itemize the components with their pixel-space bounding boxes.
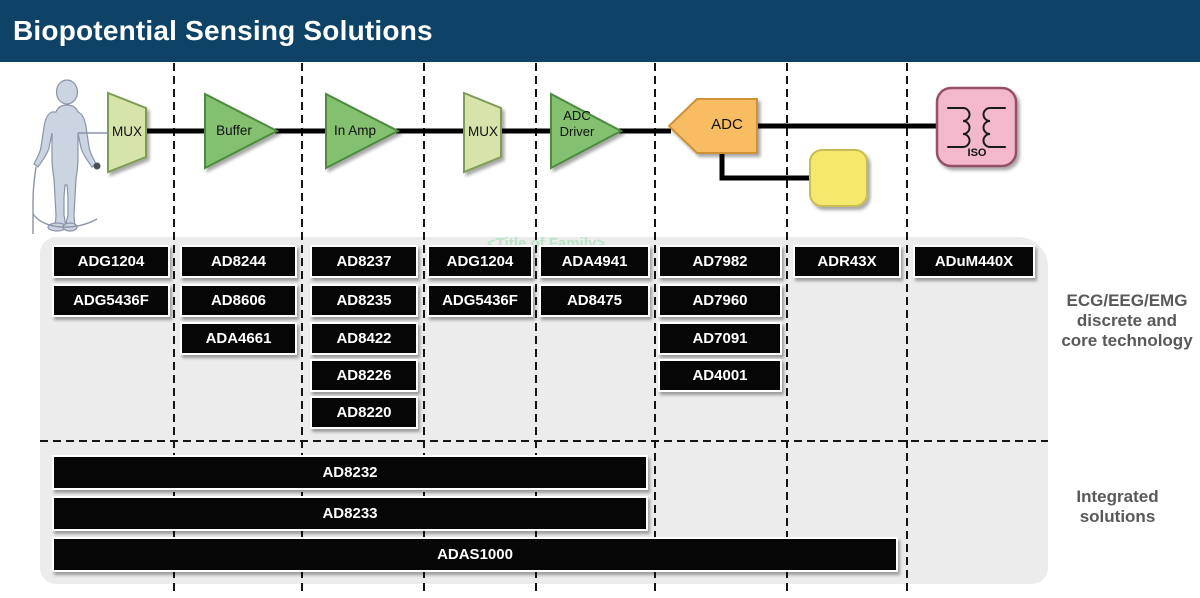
adc-driver-shape — [550, 92, 624, 170]
part-chip: AD7960 — [658, 284, 782, 317]
adc-shape — [667, 98, 758, 154]
integrated-part-bar: ADAS1000 — [52, 537, 898, 572]
buffer-amp-shape — [204, 92, 280, 170]
title-bar: Biopotential Sensing Solutions — [0, 0, 1200, 62]
in-amp-label: In Amp — [333, 123, 377, 138]
integrated-caption: Integrated solutions — [1076, 487, 1159, 526]
part-chip: ADG5436F — [52, 284, 170, 317]
part-chip: ADA4941 — [539, 245, 650, 278]
signal-wires — [146, 123, 939, 181]
part-chip: ADG1204 — [52, 245, 170, 278]
part-chip: AD7982 — [658, 245, 782, 278]
integrated-part-bar: AD8232 — [52, 455, 648, 490]
part-chip: AD8244 — [180, 245, 297, 278]
part-chip: AD8422 — [310, 322, 418, 355]
part-chip: ADuM440X — [913, 245, 1035, 278]
part-chip: AD8606 — [180, 284, 297, 317]
discrete-caption: ECG/EEG/EMG discrete and core technology — [1061, 291, 1193, 350]
page-title: Biopotential Sensing Solutions — [13, 15, 433, 46]
mux1-label: MUX — [112, 124, 142, 139]
electrode-dot — [93, 162, 101, 170]
adc-driver-label: ADC Driver — [559, 108, 595, 139]
part-chip: ADA4661 — [180, 322, 297, 355]
part-chip: AD7091 — [658, 322, 782, 355]
patient-body-figure — [33, 79, 101, 232]
in-amp-shape — [325, 92, 401, 170]
mux2-shape — [463, 91, 502, 174]
mux1-shape — [107, 91, 147, 174]
lead-wires — [32, 132, 108, 234]
part-chip: ADR43X — [793, 245, 901, 278]
spare-block-shape — [809, 149, 868, 207]
part-chip: ADG1204 — [427, 245, 533, 278]
transformer-icon — [947, 107, 1006, 148]
part-chip: AD8226 — [310, 359, 418, 392]
column-divider-lines — [173, 63, 908, 591]
part-chip: AD8220 — [310, 396, 418, 429]
buffer-label: Buffer — [216, 123, 252, 138]
part-chip: AD8235 — [310, 284, 418, 317]
part-chip: AD4001 — [658, 359, 782, 392]
integrated-part-bar: AD8233 — [52, 496, 648, 531]
iso-label: ISO — [967, 147, 987, 159]
part-chip: AD8237 — [310, 245, 418, 278]
part-chip: AD8475 — [539, 284, 650, 317]
mux2-label: MUX — [468, 124, 498, 139]
adc-label: ADC — [711, 116, 743, 133]
part-chip: ADG5436F — [427, 284, 533, 317]
